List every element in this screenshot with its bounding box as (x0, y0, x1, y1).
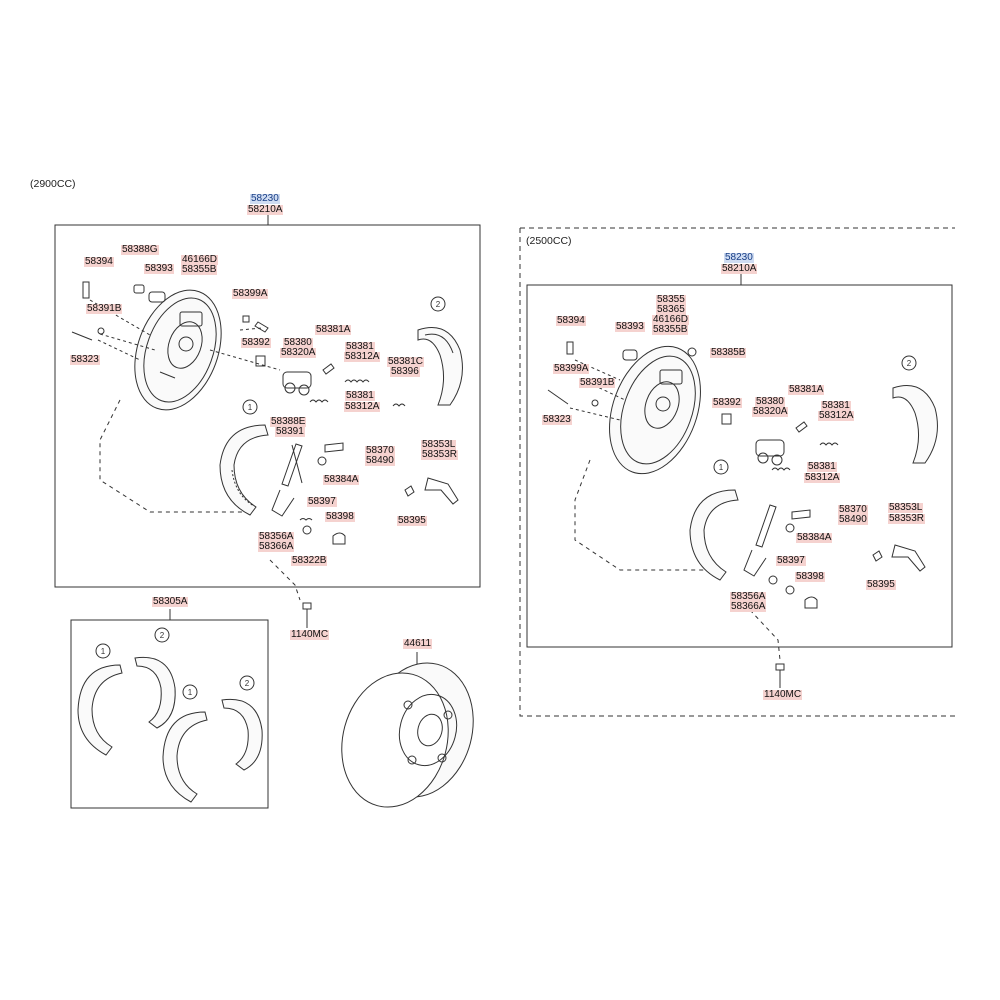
part-label[interactable]: 58320A (752, 406, 789, 417)
right-assembly-code-secondary[interactable]: 58210A (721, 263, 758, 274)
kit-callout-4-text: 2 (245, 679, 250, 688)
part-label[interactable]: 58323 (70, 354, 100, 365)
left-callout-1-text: 1 (248, 403, 253, 412)
part-label[interactable]: 58381A (315, 324, 352, 335)
left-bolt-label[interactable]: 1140MC (290, 629, 330, 640)
part-label[interactable]: 58397 (307, 496, 337, 507)
part-label[interactable]: 58384A (323, 474, 360, 485)
part-label[interactable]: 58355 (656, 294, 686, 305)
part-label[interactable]: 58366A (258, 541, 295, 552)
part-label[interactable]: 58393 (144, 263, 174, 274)
part-label[interactable]: 58395 (866, 579, 896, 590)
part-label[interactable]: 58381A (788, 384, 825, 395)
part-label[interactable]: 58398 (325, 511, 355, 522)
part-label[interactable]: 58490 (365, 455, 395, 466)
part-label[interactable]: 58355B (181, 264, 218, 275)
part-label[interactable]: 58391 (275, 426, 305, 437)
right-callout-2-text: 2 (907, 359, 912, 368)
left-assembly-code-primary[interactable]: 58230 (250, 193, 280, 204)
part-label[interactable]: 58312A (344, 401, 381, 412)
right-dashed-frame (519, 227, 955, 717)
part-label[interactable]: 58353R (421, 449, 459, 460)
part-label[interactable]: 46166D (181, 254, 219, 265)
part-label[interactable]: 58399A (553, 363, 590, 374)
brake-drum-art (341, 652, 474, 808)
part-label[interactable]: 58370 (838, 504, 868, 515)
part-label[interactable]: 58365 (656, 304, 686, 315)
right-parts-art (547, 341, 938, 688)
left-assembly-code-secondary[interactable]: 58210A (247, 204, 284, 215)
part-label[interactable]: 58392 (241, 337, 271, 348)
part-label[interactable]: 58399A (232, 288, 269, 299)
part-label[interactable]: 58394 (84, 256, 114, 267)
part-label[interactable]: 58366A (730, 601, 767, 612)
part-label[interactable]: 58381 (345, 390, 375, 401)
part-label[interactable]: 58391B (579, 377, 616, 388)
part-label[interactable]: 58356A (730, 591, 767, 602)
kit-callout-2-text: 2 (160, 631, 165, 640)
part-label[interactable]: 58370 (365, 445, 395, 456)
part-label[interactable]: 58380 (755, 396, 785, 407)
part-label[interactable]: 58395 (397, 515, 427, 526)
right-bolt-label[interactable]: 1140MC (763, 689, 803, 700)
part-label[interactable]: 58356A (258, 531, 295, 542)
part-label[interactable]: 46166D (652, 314, 690, 325)
part-label[interactable]: 58388G (121, 244, 159, 255)
part-label[interactable]: 58322B (291, 555, 328, 566)
right-engine-label: (2500CC) (526, 235, 572, 247)
right-assembly-code-primary[interactable]: 58230 (724, 252, 754, 263)
drum-code[interactable]: 44611 (403, 638, 433, 649)
part-label[interactable]: 58381 (821, 400, 851, 411)
part-label[interactable]: 58312A (818, 410, 855, 421)
part-label[interactable]: 58384A (796, 532, 833, 543)
part-label[interactable]: 58394 (556, 315, 586, 326)
part-label[interactable]: 58320A (280, 347, 317, 358)
kit-callout-1-text: 1 (101, 647, 106, 656)
part-label[interactable]: 58353L (421, 439, 457, 450)
part-label[interactable]: 58381C (387, 356, 425, 367)
left-parts-art (71, 281, 463, 628)
part-label[interactable]: 58392 (712, 397, 742, 408)
part-label[interactable]: 58353L (888, 502, 924, 513)
part-label[interactable]: 58312A (804, 472, 841, 483)
right-assembly-frame (526, 284, 953, 648)
part-label[interactable]: 58381 (345, 341, 375, 352)
part-label[interactable]: 58381 (807, 461, 837, 472)
left-callout-2-text: 2 (436, 300, 441, 309)
shoe-kit-art (77, 627, 263, 803)
part-label[interactable]: 58393 (615, 321, 645, 332)
part-label[interactable]: 58388E (270, 416, 307, 427)
part-label[interactable]: 58397 (776, 555, 806, 566)
part-label[interactable]: 58312A (344, 351, 381, 362)
part-label[interactable]: 58391B (86, 303, 123, 314)
part-label[interactable]: 58396 (390, 366, 420, 377)
part-label[interactable]: 58355B (652, 324, 689, 335)
part-label[interactable]: 58380 (283, 337, 313, 348)
part-label[interactable]: 58353R (888, 513, 926, 524)
part-label[interactable]: 58490 (838, 514, 868, 525)
kit-callout-3-text: 1 (188, 688, 193, 697)
part-label[interactable]: 58385B (710, 347, 747, 358)
shoe-kit-code[interactable]: 58305A (152, 596, 189, 607)
left-engine-label: (2900CC) (30, 178, 76, 190)
part-label[interactable]: 58323 (542, 414, 572, 425)
part-label[interactable]: 58398 (795, 571, 825, 582)
right-callout-1-text: 1 (719, 463, 724, 472)
